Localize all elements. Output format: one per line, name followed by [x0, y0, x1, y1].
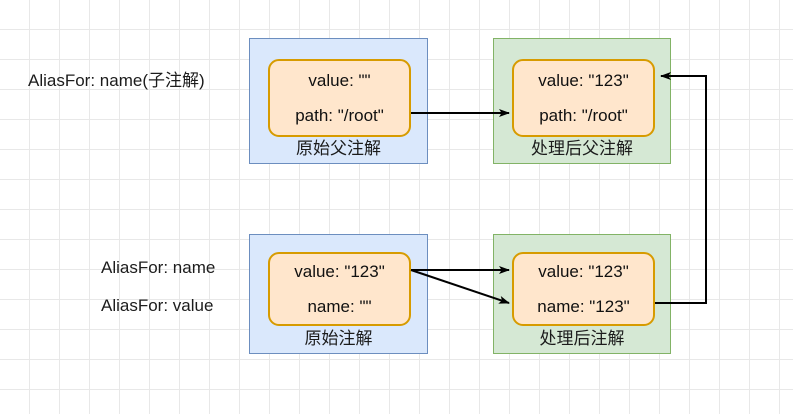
- node-child-source[interactable]: value: "123" name: "" 原始注解: [249, 234, 428, 354]
- child-source-attrs: value: "123" name: "": [268, 252, 411, 326]
- node-parent-processed[interactable]: value: "123" path: "/root" 处理后父注解: [493, 38, 671, 164]
- child-source-attr-value: value: "123": [294, 262, 385, 281]
- child-source-caption: 原始注解: [304, 329, 373, 348]
- node-parent-source[interactable]: value: "" path: "/root" 原始父注解: [249, 38, 428, 164]
- parent-processed-attrs: value: "123" path: "/root": [512, 59, 655, 137]
- child-processed-caption: 处理后注解: [539, 329, 625, 348]
- node-child-processed[interactable]: value: "123" name: "123" 处理后注解: [493, 234, 671, 354]
- label-child-aliasfor-name: AliasFor: name: [101, 258, 216, 277]
- parent-source-caption: 原始父注解: [296, 139, 381, 158]
- child-source-attr-name: name: "": [307, 297, 372, 316]
- parent-source-attr-value: value: "": [308, 71, 371, 90]
- child-processed-attrs: value: "123" name: "123": [512, 252, 655, 326]
- label-child-aliasfor-value: AliasFor: value: [101, 296, 214, 315]
- label-parent-aliasfor: AliasFor: name(子注解): [28, 71, 205, 90]
- parent-processed-caption: 处理后父注解: [531, 139, 633, 158]
- child-processed-attr-value: value: "123": [538, 262, 629, 281]
- parent-source-attr-path: path: "/root": [295, 106, 384, 125]
- parent-processed-attr-value: value: "123": [538, 71, 629, 90]
- child-processed-attr-name: name: "123": [537, 297, 630, 316]
- parent-processed-attr-path: path: "/root": [539, 106, 628, 125]
- parent-source-attrs: value: "" path: "/root": [268, 59, 411, 137]
